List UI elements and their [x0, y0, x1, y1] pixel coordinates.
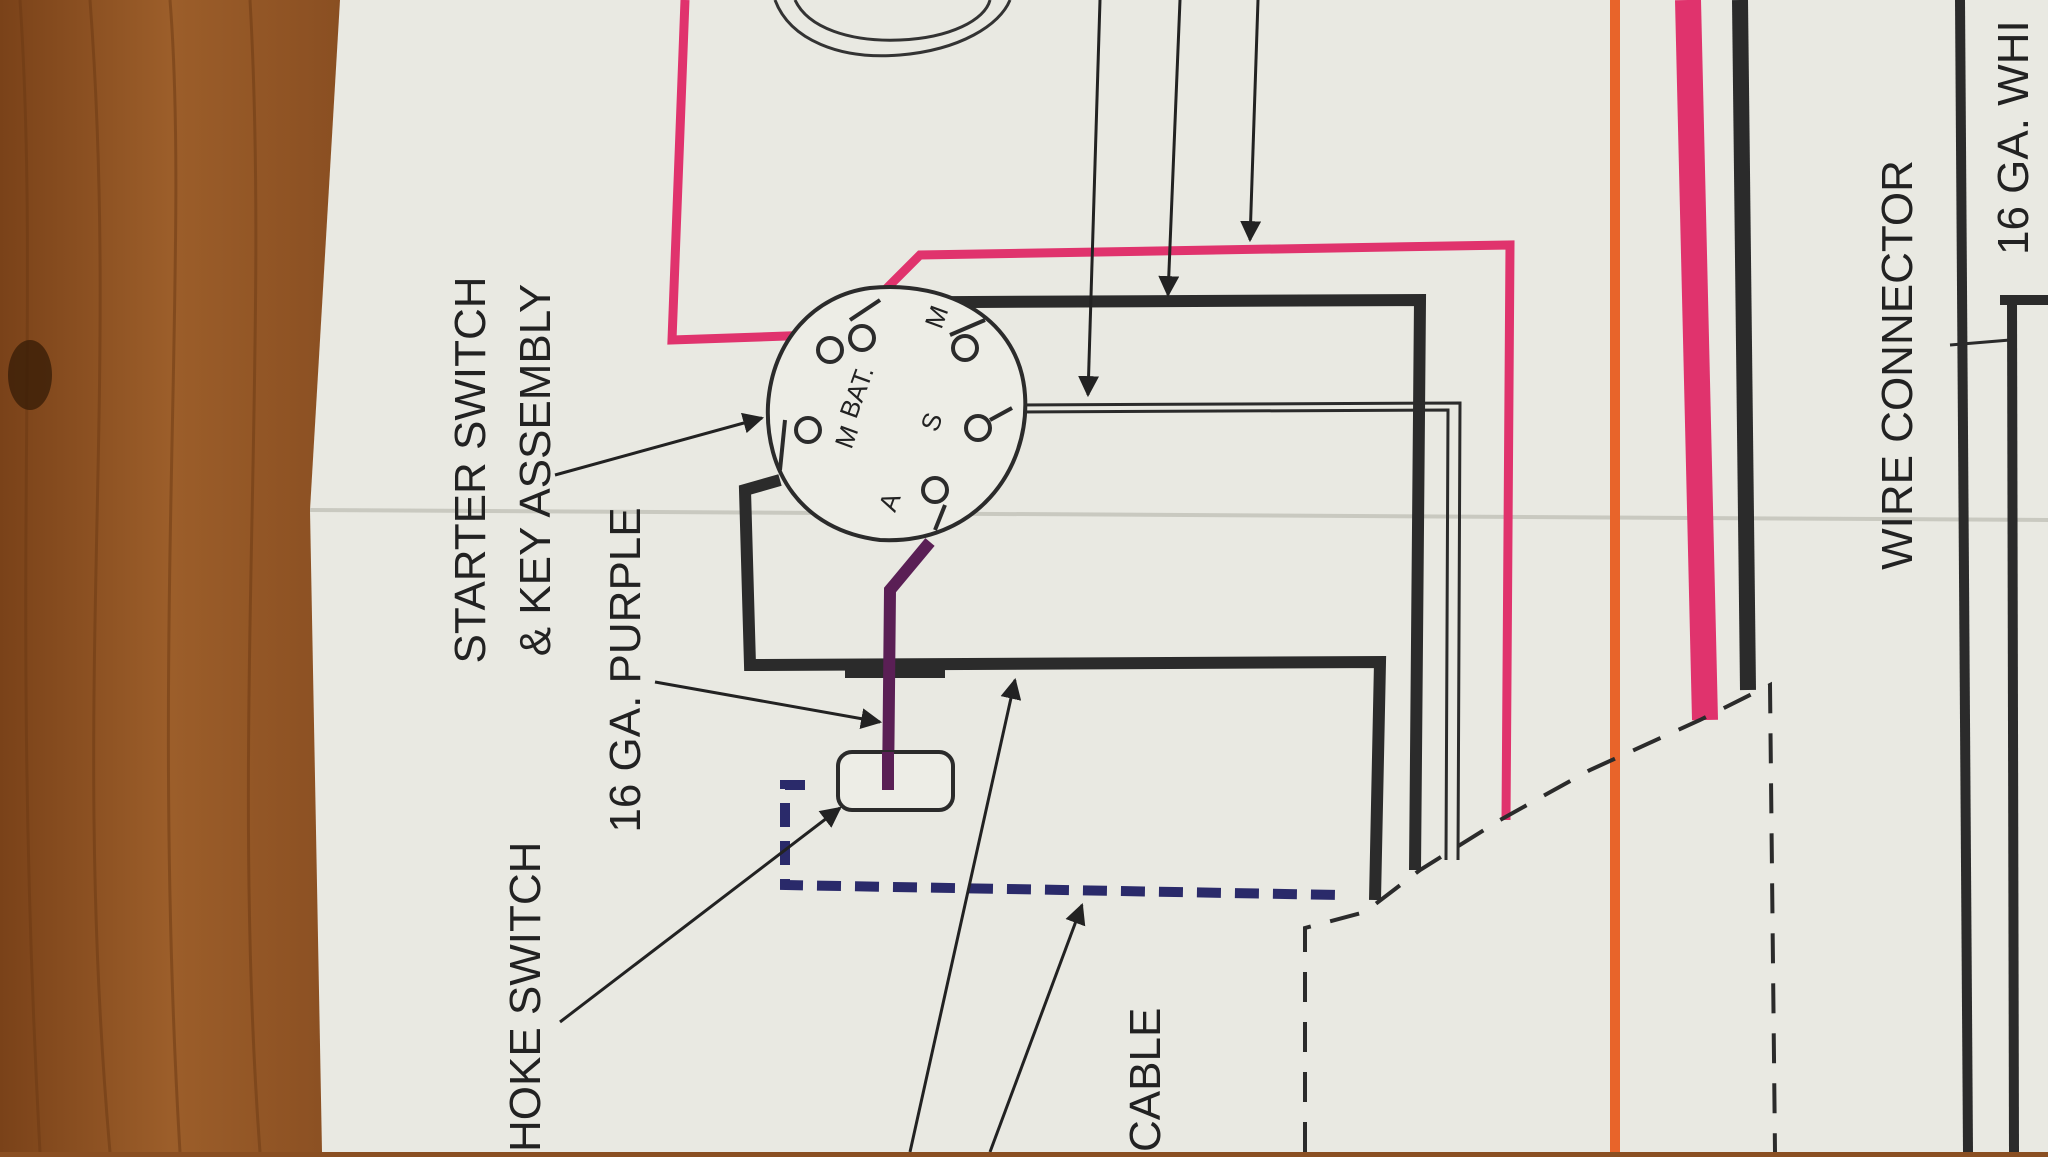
dashed-outline — [1303, 681, 1777, 1153]
terminal-m-top — [949, 318, 986, 362]
arrow-cable-1 — [908, 677, 1022, 1153]
paper-sheet — [310, 0, 2048, 1152]
white-wire-s-2 — [1009, 408, 1450, 861]
label-starter-switch-1: STARTER SWITCH — [446, 276, 495, 663]
black-wire-lower — [738, 474, 1387, 901]
wire-connector-tick — [1949, 338, 2011, 347]
arrow-purple — [654, 680, 883, 730]
red-wire-bat — [871, 240, 1515, 821]
dashed-choke-wire — [780, 780, 1341, 900]
terminal-bat — [816, 298, 882, 364]
red-wire-top — [667, 0, 816, 345]
arrow-choke — [559, 806, 842, 1024]
arrow-cable-2 — [988, 903, 1086, 1153]
choke-switch — [836, 750, 955, 812]
label-choke-switch: HOKE SWITCH — [501, 842, 550, 1152]
paper-fold — [309, 508, 2048, 522]
label-starter-switch-2: & KEY ASSEMBLY — [511, 284, 560, 657]
right-black-wire-1 — [1955, 0, 1973, 1153]
arrow-to-s — [1078, 0, 1102, 398]
label-wire-connector: WIRE CONNECTOR — [1873, 160, 1922, 570]
gauge-outline — [773, 0, 1012, 58]
label-purple-wire: 16 GA. PURPLE — [601, 507, 650, 832]
label-cable: CABLE — [1121, 1008, 1170, 1152]
terminal-a — [921, 476, 949, 531]
white-wire-s — [1009, 401, 1462, 861]
wood-knot — [8, 340, 52, 410]
arrow-to-red — [1240, 0, 1262, 243]
black-bus-wire — [1732, 0, 1756, 691]
switch-outline — [765, 285, 1028, 543]
arrow-starter-switch — [554, 412, 765, 477]
purple-wire — [882, 538, 935, 791]
red-bus-wire — [1675, 0, 1718, 721]
label-white-wire: 16 GA. WHI — [1989, 20, 2038, 255]
right-black-wire-2 — [2007, 299, 2019, 1153]
black-wire-m — [948, 293, 1427, 871]
terminal-s — [964, 406, 1013, 442]
terminal-m-left — [778, 416, 822, 471]
wood-grain — [18, 0, 262, 1153]
starter-switch: BAT. M S M A — [765, 285, 1028, 543]
arrow-to-m — [1158, 0, 1182, 298]
